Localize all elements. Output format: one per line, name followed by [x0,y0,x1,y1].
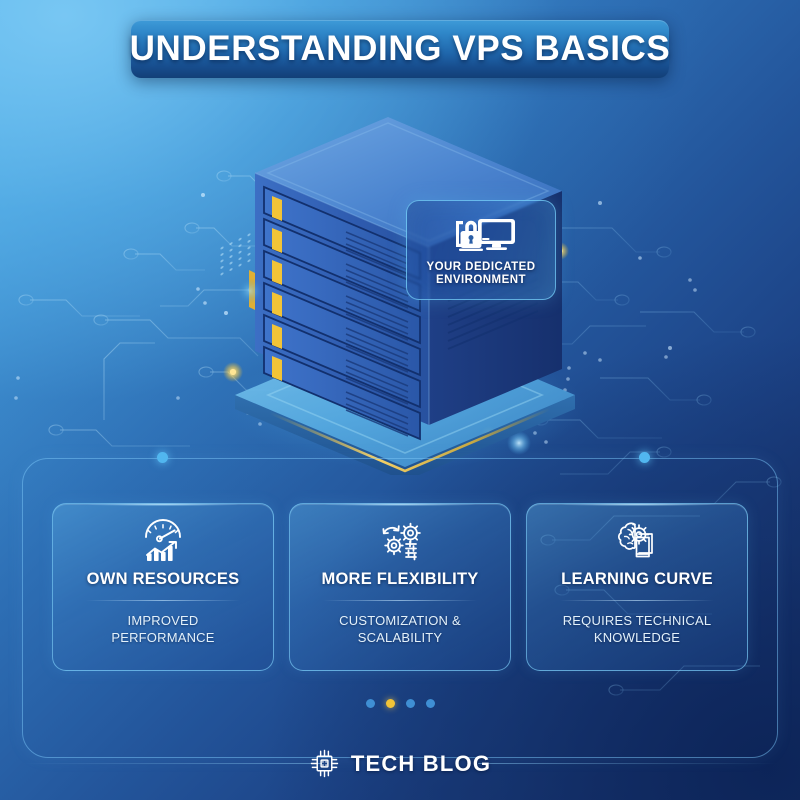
badge-text: YOUR DEDICATED ENVIRONMENT [427,261,536,288]
bay-vents [345,231,409,277]
bay-led [272,260,282,285]
platform-gold-edge [269,407,551,473]
feature-cards: OWN RESOURCES IMPROVED PERFORMANCE [52,503,748,671]
card-subtitle-line-1: IMPROVED [127,613,199,628]
card-divider [323,600,477,601]
card-subtitle-line-2: KNOWLEDGE [593,629,681,645]
server-top-bevel [266,122,550,242]
card-subtitle: IMPROVED PERFORMANCE [111,613,214,646]
card-learning-curve[interactable]: LEARNING CURVE REQUIRES TECHNICAL KNOWLE… [526,503,748,671]
footer-branding: TECH BLOG [0,748,800,779]
card-subtitle-line-2: SCALABILITY [357,629,443,645]
page-title: UNDERSTANDING VPS BASICS [129,29,671,68]
platform-side [235,395,575,475]
server-bays [263,185,421,441]
card-divider [86,600,240,601]
card-more-flexibility[interactable]: MORE FLEXIBILITY CUSTOMIZATION & SCALABI… [289,503,511,671]
frame-node-right-dot [639,452,650,463]
bay-vents [345,391,409,437]
card-subtitle: REQUIRES TECHNICAL KNOWLEDGE [563,613,712,646]
bay-led [272,228,282,253]
bay-led [272,292,282,317]
cpu-chip-icon [310,749,339,778]
footer-rule-left [22,763,322,764]
card-top-glow [325,503,475,506]
card-title: LEARNING CURVE [561,570,713,588]
card-subtitle-line-1: REQUIRES TECHNICAL [562,613,712,628]
gears-settings-icon [382,522,421,561]
gauge-growth-chart-icon [145,519,181,561]
card-title: OWN RESOURCES [86,570,240,588]
cards-outer-frame [22,458,778,758]
pagination-dot-1[interactable] [365,699,375,708]
footer-rule-right [478,763,778,764]
card-top-glow [562,503,712,506]
brain-gear-book-icon [618,522,653,558]
card-top-glow [88,503,238,506]
badge-line-1: YOUR DEDICATED [426,260,536,273]
bar-chart-bars [147,546,173,561]
card-divider [560,600,714,601]
isometric-server-svg [225,117,585,475]
card-title: MORE FLEXIBILITY [321,570,479,588]
title-bar: UNDERSTANDING VPS BASICS [129,20,671,78]
bay-led [272,324,282,349]
bay-vents [345,327,409,373]
card-subtitle: CUSTOMIZATION & SCALABILITY [339,613,461,646]
dedicated-environment-badge: YOUR DEDICATED ENVIRONMENT [406,200,556,300]
bay-led [272,196,282,221]
pagination-dot-3[interactable] [405,699,415,708]
badge-line-2: ENVIRONMENT [436,274,526,286]
pagination-dots[interactable] [0,699,800,708]
card-subtitle-line-1: CUSTOMIZATION & [339,613,461,628]
frame-node-left-dot [157,452,168,463]
bay-vents [345,263,409,309]
server-illustration [150,95,670,475]
lock-monitor-icon [456,218,515,251]
card-subtitle-line-2: PERFORMANCE [111,629,215,645]
bay-led [272,356,282,381]
pagination-dot-2[interactable] [385,699,395,708]
pagination-dot-4[interactable] [425,699,435,708]
title-banner: UNDERSTANDING VPS BASICS [129,20,671,78]
bay-vents [345,295,409,341]
card-own-resources[interactable]: OWN RESOURCES IMPROVED PERFORMANCE [52,503,274,671]
bay-vents [345,359,409,405]
brand-name: TECH BLOG [350,750,492,776]
